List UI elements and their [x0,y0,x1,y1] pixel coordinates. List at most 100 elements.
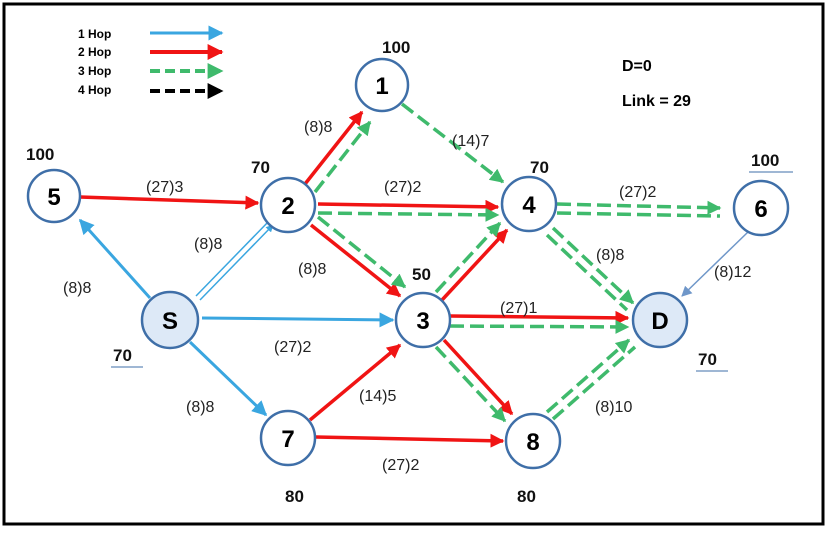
legend-item-hop1: 1 Hop [78,25,224,41]
node-capacity: 70 [113,346,132,365]
edge-line-green [316,215,407,289]
node-6: 6 100 [732,151,793,237]
edges: (8)8 (8)8 (27)2 (8)8 (27)3 (8)8 [63,102,751,474]
node-8: 8 80 [504,412,562,506]
node-7: 7 80 [259,409,317,506]
node-label: 7 [281,426,294,453]
edge-label: (27)2 [384,179,421,196]
node-capacity: 100 [751,151,779,170]
edge-line [199,224,274,301]
edge-line-green [556,211,721,218]
edge-s-3: (27)2 [201,312,395,356]
edge-line [78,218,152,300]
node-circle [732,179,790,237]
node-circle [631,291,689,349]
edge-8-d: (8)10 [545,338,637,421]
edge-line [442,338,514,416]
node-label: 8 [526,429,539,456]
edge-label: (14)7 [452,133,489,150]
nodes: S 70 1 100 2 70 3 50 4 70 5 100 [26,38,793,506]
edge-line-green [551,226,635,305]
node-circle [259,409,317,467]
edge-line-green [400,102,505,184]
edge-line [188,340,268,417]
edge-line [309,223,402,298]
node-label: 1 [375,73,388,100]
edge-label: (8)8 [304,119,333,136]
edge-2-4: (27)2 [317,179,500,222]
edge-label: (8)12 [714,264,751,281]
edge-line [201,312,395,328]
node-capacity: 100 [382,38,410,57]
edge-line-green [551,345,637,421]
node-label: S [162,308,178,335]
node-label: 6 [754,196,767,223]
node-capacity: 50 [412,265,431,284]
edge-line [79,195,260,210]
diagram-frame [2,2,825,526]
edge-s-5: (8)8 [63,218,152,300]
node-label: 4 [522,192,536,219]
edge-label: (27)1 [500,300,537,317]
node-1: 1 100 [354,38,410,113]
node-3: 3 50 [394,265,452,349]
node-capacity: 80 [517,487,536,506]
node-label: 5 [47,184,60,211]
edge-line [317,199,500,214]
edge-line-green [434,221,502,294]
edge-line [681,231,749,297]
node-circle [26,168,82,224]
legend-label: 2 Hop [78,45,111,59]
edge-line [195,220,270,297]
node-4: 4 70 [500,158,558,233]
edge-7-8: (27)2 [315,433,505,474]
edge-line-green [545,338,631,414]
edge-6-d: (8)12 [681,231,751,297]
edge-label: (27)2 [274,339,311,356]
edge-label: (8)8 [596,247,625,264]
node-circle [140,290,200,350]
edge-1-4: (14)7 [400,102,505,184]
edge-5-2: (27)3 [79,179,260,210]
edge-line-green [545,233,629,312]
legend-label: 4 Hop [78,83,111,97]
edge-2-1: (8)8 [303,110,372,194]
node-circle [259,176,317,234]
edge-label: (8)8 [194,236,223,253]
d-value-text: D=0 [622,58,652,75]
node-capacity: 70 [698,350,717,369]
edge-label: (8)8 [63,280,92,297]
node-circle [394,291,452,349]
edge-2-3: (8)8 [298,215,407,298]
edge-label: (27)3 [146,179,183,196]
edge-line [308,343,402,422]
edge-3-4 [434,221,509,302]
legend-item-hop4: 4 Hop [78,83,224,99]
edge-line [315,433,505,448]
node-capacity: 70 [530,158,549,177]
node-capacity: 80 [285,487,304,506]
node-s: S 70 [111,290,200,368]
edge-3-8 [434,338,514,423]
legend-item-hop2: 2 Hop [78,44,224,60]
legend-label: 3 Hop [78,64,111,78]
node-2: 2 70 [251,158,317,234]
edge-label: (8)8 [186,399,215,416]
node-label: 2 [281,193,294,220]
edge-s-7: (8)8 [186,340,268,417]
edge-line [303,110,364,186]
edge-3-d: (27)1 [449,300,630,334]
legend-item-hop3: 3 Hop [78,63,224,79]
node-circle [354,57,410,113]
edge-label: (27)2 [619,184,656,201]
edge-line [449,310,630,325]
edge-label: (8)8 [298,261,327,278]
edge-line-green [556,200,722,215]
edge-line-green [449,319,630,334]
edge-s-2: (8)8 [194,220,274,301]
edge-label: (27)2 [382,457,419,474]
edge-line-green [434,345,507,423]
node-capacity: 70 [251,158,270,177]
